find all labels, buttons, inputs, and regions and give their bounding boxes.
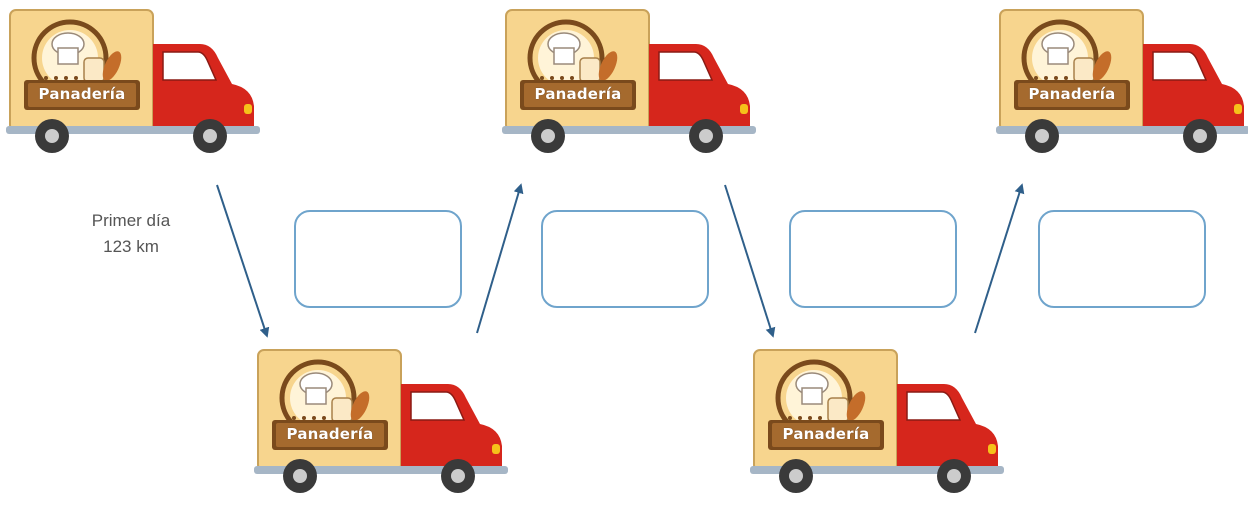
bakery-truck-4: Panadería [252, 346, 514, 506]
answer-input-4[interactable] [1040, 212, 1208, 308]
arrow-up-2 [975, 188, 1021, 333]
truck-icon [500, 6, 762, 166]
bakery-truck-5: Panadería [748, 346, 1010, 506]
truck-icon [252, 346, 514, 506]
arrow-down-1 [217, 185, 266, 333]
first-day-title: Primer día [76, 208, 186, 234]
arrow-down-2 [725, 185, 772, 333]
first-day-label: Primer día 123 km [76, 208, 186, 260]
bakery-truck-1: Panadería [4, 6, 266, 166]
truck-icon [994, 6, 1248, 166]
first-day-distance: 123 km [76, 234, 186, 260]
truck-icon [748, 346, 1010, 506]
answer-box-4[interactable] [1038, 210, 1206, 308]
arrow-up-1 [477, 188, 520, 333]
bakery-truck-3: Panadería [994, 6, 1248, 166]
bakery-truck-2: Panadería [500, 6, 762, 166]
answer-input-3[interactable] [791, 212, 959, 308]
answer-box-3[interactable] [789, 210, 957, 308]
truck-icon [4, 6, 266, 166]
answer-input-2[interactable] [543, 212, 711, 308]
answer-box-1[interactable] [294, 210, 462, 308]
answer-box-2[interactable] [541, 210, 709, 308]
answer-input-1[interactable] [296, 212, 464, 308]
